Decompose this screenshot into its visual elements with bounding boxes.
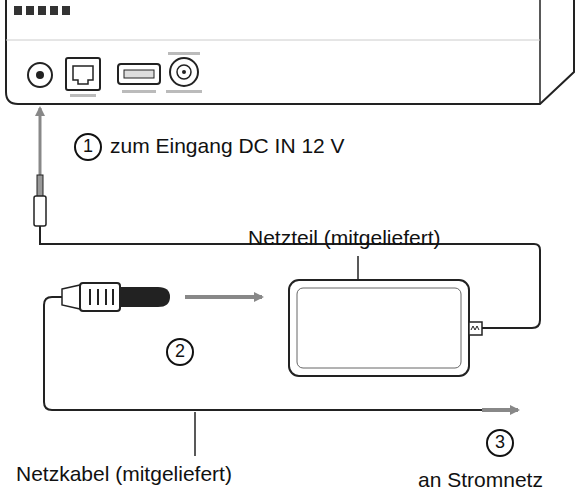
part-name: Netzteil (mitgeliefert) — [248, 226, 441, 249]
dc-plug — [34, 108, 46, 226]
ac-adapter — [289, 280, 482, 376]
callout-number: 3 — [486, 429, 514, 457]
mains-arrow — [482, 408, 518, 412]
leader-line — [194, 412, 196, 456]
connection-label: an Stromnetz — [418, 468, 543, 491]
player-rear-panel — [6, 0, 574, 104]
mains-cord-plug — [62, 283, 262, 311]
part-name: Netzkabel (mitgeliefert) — [16, 462, 232, 485]
connection-label: zum Eingang DC IN 12 V — [110, 134, 345, 157]
callout-number: 1 — [74, 133, 102, 161]
callout-number: 2 — [166, 338, 194, 366]
leader-line — [357, 256, 359, 279]
mains-cord — [44, 297, 482, 410]
